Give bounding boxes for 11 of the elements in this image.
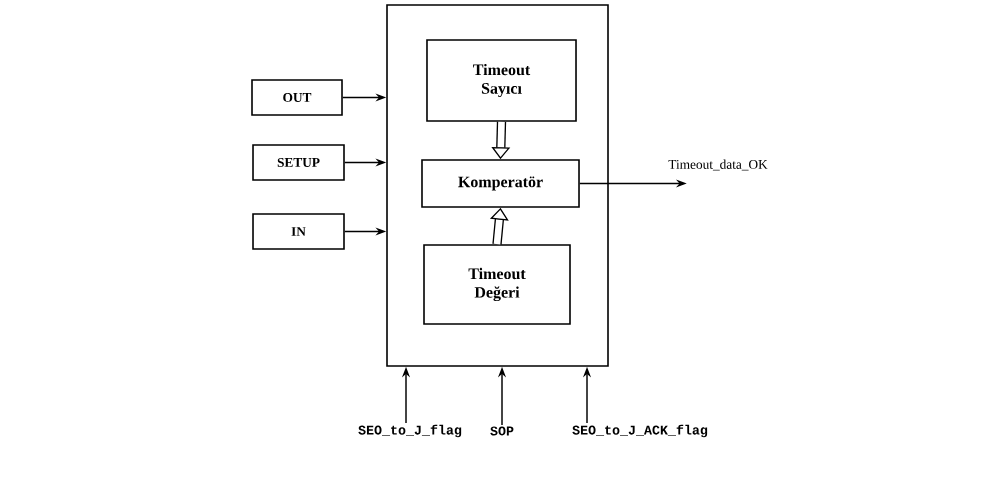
signal-label: SOP	[490, 426, 514, 436]
input-box: IN	[252, 213, 345, 250]
input-box: SETUP	[252, 144, 345, 181]
signal-label: Timeout_data_OK	[668, 159, 768, 171]
process-box: Komperatör	[421, 159, 580, 208]
process-box: Timeout Sayıcı	[426, 39, 577, 122]
input-box: OUT	[251, 79, 343, 116]
process-box: Timeout Değeri	[423, 244, 571, 325]
signal-label: SEO_to_J_flag	[358, 424, 462, 438]
module-box	[386, 4, 609, 367]
signal-label: SEO_to_J_ACK_flag	[572, 424, 708, 438]
